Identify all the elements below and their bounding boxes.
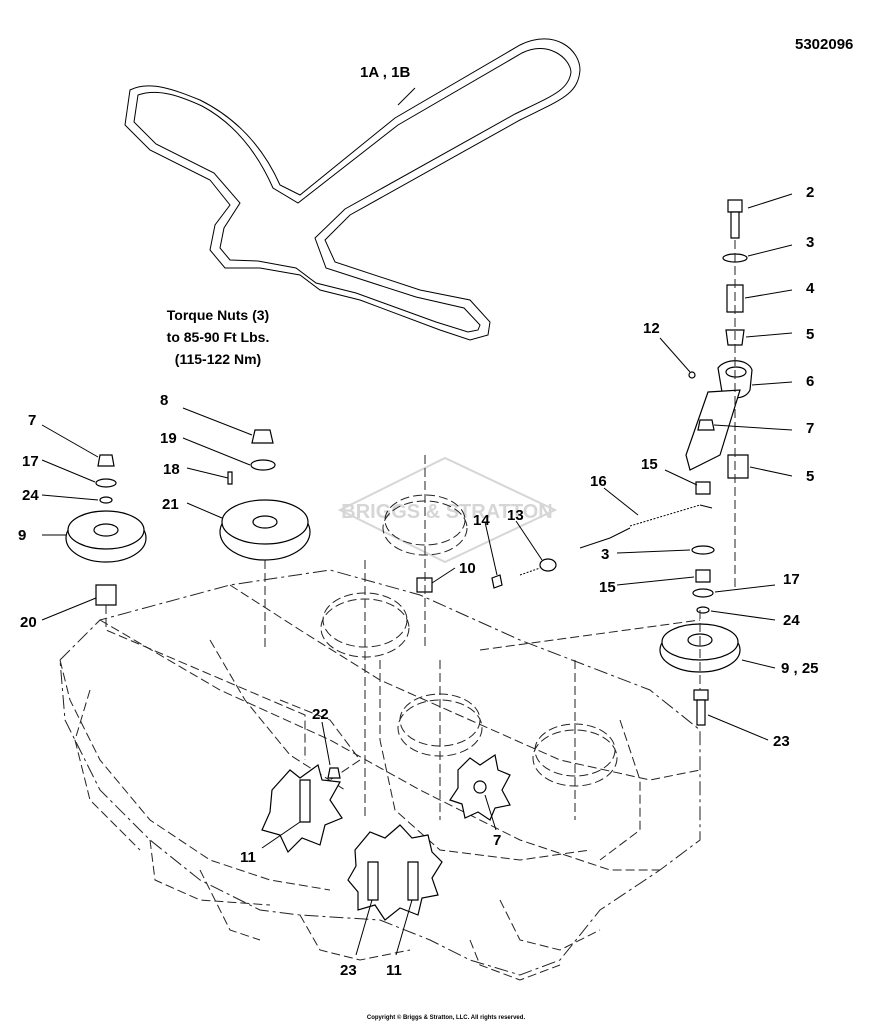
- callout-23-right: 23: [773, 733, 790, 750]
- callout-11-left: 11: [240, 849, 256, 866]
- watermark-logo: BRIGGS & STRATTON: [337, 456, 558, 564]
- callout-12: 12: [643, 320, 660, 337]
- callout-labels: 1A , 1B 2 3 4 5 12 6 7 15 5 16 13 14 3 1…: [18, 64, 819, 979]
- callout-15-top: 15: [641, 456, 658, 473]
- torque-note-line2: to 85-90 Ft Lbs.: [167, 329, 270, 345]
- left-idler-stack: [65, 454, 306, 760]
- callout-2: 2: [806, 184, 814, 201]
- drive-belt: [124, 38, 581, 341]
- watermark-text: BRIGGS & STRATTON: [341, 501, 552, 523]
- callout-7-bottom: 7: [493, 832, 501, 849]
- callout-6: 6: [806, 373, 814, 390]
- torque-note-line1: Torque Nuts (3): [167, 307, 269, 323]
- callout-10: 10: [459, 560, 476, 577]
- callout-7-right: 7: [806, 420, 814, 437]
- mower-deck-outline: [59, 569, 701, 981]
- callout-8: 8: [160, 392, 168, 409]
- callout-9-left: 9: [18, 527, 26, 544]
- spindle-pulley-stack: [219, 429, 311, 650]
- callout-16: 16: [590, 473, 607, 490]
- callout-5-top: 5: [806, 326, 814, 343]
- callout-4: 4: [806, 280, 815, 297]
- detail-bursts: [261, 754, 511, 921]
- callout-belt: 1A , 1B: [360, 64, 410, 81]
- callout-3-mid: 3: [601, 546, 609, 563]
- callout-3-top: 3: [806, 234, 814, 251]
- callout-15-mid: 15: [599, 579, 616, 596]
- leader-lines: [41, 87, 793, 956]
- callout-17-left: 17: [22, 453, 39, 470]
- callout-14: 14: [473, 512, 490, 529]
- callout-7-left: 7: [28, 412, 36, 429]
- torque-note-line3: (115-122 Nm): [175, 351, 261, 367]
- callout-19: 19: [160, 430, 177, 447]
- callout-24-right: 24: [783, 612, 800, 629]
- copyright: Copyright © Briggs & Stratton, LLC. All …: [367, 1014, 526, 1021]
- callout-22: 22: [312, 706, 329, 723]
- callout-24-left: 24: [22, 487, 39, 504]
- callout-9-25: 9 , 25: [781, 660, 819, 677]
- callout-11-bottom: 11: [386, 962, 402, 979]
- idler-arm-assembly: [659, 199, 753, 726]
- drawing-number: 5302096: [795, 36, 853, 53]
- callout-5-lower: 5: [806, 468, 814, 485]
- torque-note: Torque Nuts (3) to 85-90 Ft Lbs. (115-12…: [167, 307, 270, 367]
- callout-23-bottom: 23: [340, 962, 357, 979]
- deck-spindles: [320, 455, 701, 820]
- callout-17-right: 17: [783, 571, 800, 588]
- callout-21: 21: [162, 496, 179, 513]
- callout-20: 20: [20, 614, 37, 631]
- callout-13: 13: [507, 507, 524, 524]
- callout-18: 18: [163, 461, 180, 478]
